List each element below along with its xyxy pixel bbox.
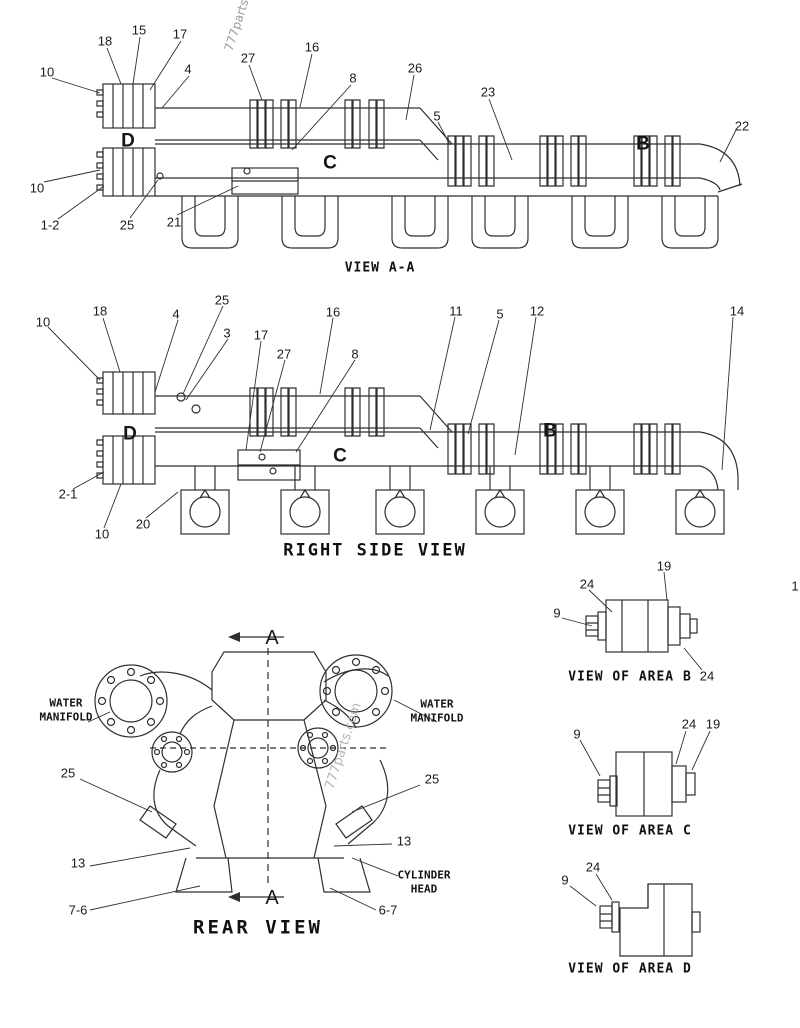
callout: 13 [396,833,412,849]
view-aa-drawing [43,36,743,249]
callout: 18 [92,303,108,319]
area-letter-c: C [323,152,337,174]
area-b-drawing [561,571,703,671]
callout: 6-7 [378,902,398,918]
view-aa-caption: VIEW A-A [344,260,416,276]
callout: 17 [172,26,188,42]
callout: 4 [172,306,180,322]
area-c-drawing [579,730,711,817]
cylinder-head-label: CYLINDER HEAD [397,868,451,896]
callout: 27 [276,346,292,362]
callout: 16 [325,304,341,320]
callout: 25 [424,771,440,787]
callout: 19 [705,716,721,732]
right-side-caption: RIGHT SIDE VIEW [283,540,467,561]
callout: 2-1 [58,486,78,502]
section-arrow-letter-bottom: A [265,887,279,909]
rear-view-caption: REAR VIEW [193,916,323,939]
area-letter-b: B [543,420,557,442]
callout: 3 [223,325,231,341]
callout: 10 [94,526,110,542]
area-letter-d: D [123,423,137,445]
area-d-caption: VIEW OF AREA D [568,961,692,977]
callout: 8 [349,70,357,86]
callout: 14 [729,303,745,319]
area-letter-d: D [121,130,135,152]
water-manifold-label-left: WATER MANIFOLD [39,696,93,724]
callout: 18 [97,33,113,49]
callout: 25 [60,765,76,781]
callout: 21 [166,214,182,230]
area-d-drawing [569,873,701,957]
callout: 22 [734,118,750,134]
water-manifold-label-right: WATER MANIFOLD [410,697,464,725]
callout: 25 [214,292,230,308]
callout: 24 [579,576,595,592]
callout: 9 [553,605,561,621]
callout: 27 [240,50,256,66]
callout: 7-6 [68,902,88,918]
area-c-caption: VIEW OF AREA C [568,823,692,839]
callout: 5 [496,306,504,322]
area-letter-c: C [333,445,347,467]
callout: 1-2 [40,217,60,233]
callout: 24 [585,859,601,875]
watermark-top: 777parts.c [222,0,255,53]
callout: 16 [304,39,320,55]
callout: 19 [656,558,672,574]
callout: 20 [135,516,151,532]
callout: 15 [131,22,147,38]
callout: 9 [573,726,581,742]
callout: 4 [184,61,192,77]
callout: 12 [529,303,545,319]
callout: 25 [119,217,135,233]
area-letter-b: B [636,133,650,155]
rear-view-drawing [79,632,438,911]
callout-truncated: 1 [791,578,799,594]
right-side-drawing [47,305,739,535]
callout: 23 [480,84,496,100]
callout: 10 [39,64,55,80]
callout: 17 [253,327,269,343]
callout: 8 [351,346,359,362]
callout: 24 [699,668,715,684]
callout: 13 [70,855,86,871]
callout: 26 [407,60,423,76]
callout: 10 [29,180,45,196]
callout: 9 [561,872,569,888]
callout: 11 [449,303,463,319]
area-b-caption: VIEW OF AREA B [568,669,692,685]
callout: 5 [433,108,441,124]
callout: 24 [681,716,697,732]
section-arrow-letter-top: A [265,627,279,649]
callout: 10 [35,314,51,330]
